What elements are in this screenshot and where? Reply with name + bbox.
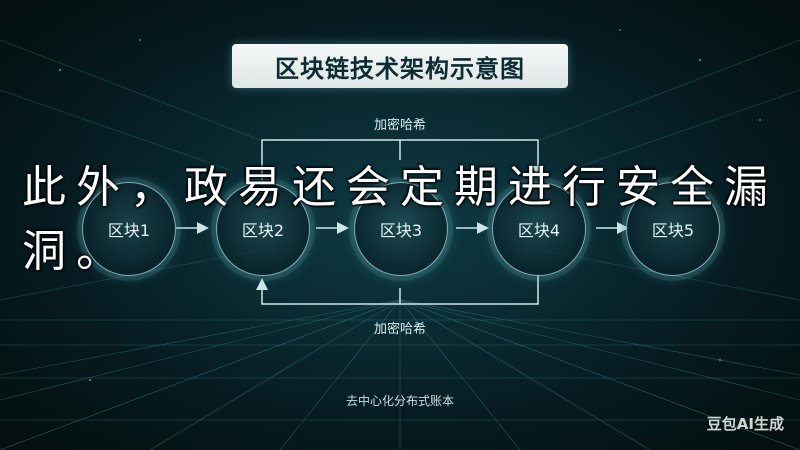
top-hash-label: 加密哈希 <box>373 118 427 133</box>
block-node-1: 区块1 <box>82 182 176 276</box>
perspective-grid <box>0 300 800 450</box>
block-node-3: 区块3 <box>354 182 448 276</box>
overlay-caption: 此外，政易还会定期进行安全漏洞。 <box>22 162 778 277</box>
block-label: 区块5 <box>651 221 695 240</box>
bottom-hash-label: 加密哈希 <box>373 322 427 337</box>
diagram-title: 区块链技术架构示意图 <box>275 54 525 83</box>
block-node-2: 区块2 <box>216 182 310 276</box>
block-label: 区块2 <box>241 221 285 240</box>
block-node-4: 区块4 <box>492 182 586 276</box>
ai-watermark: 豆包AI生成 <box>706 415 784 433</box>
block-label: 区块1 <box>107 221 151 240</box>
block-node-5: 区块5 <box>626 182 720 276</box>
ledger-label: 去中心化分布式账本 <box>345 394 455 408</box>
block-label: 区块3 <box>379 221 423 240</box>
diagram-title-box: 区块链技术架构示意图 <box>232 44 568 88</box>
block-label: 区块4 <box>517 221 561 240</box>
